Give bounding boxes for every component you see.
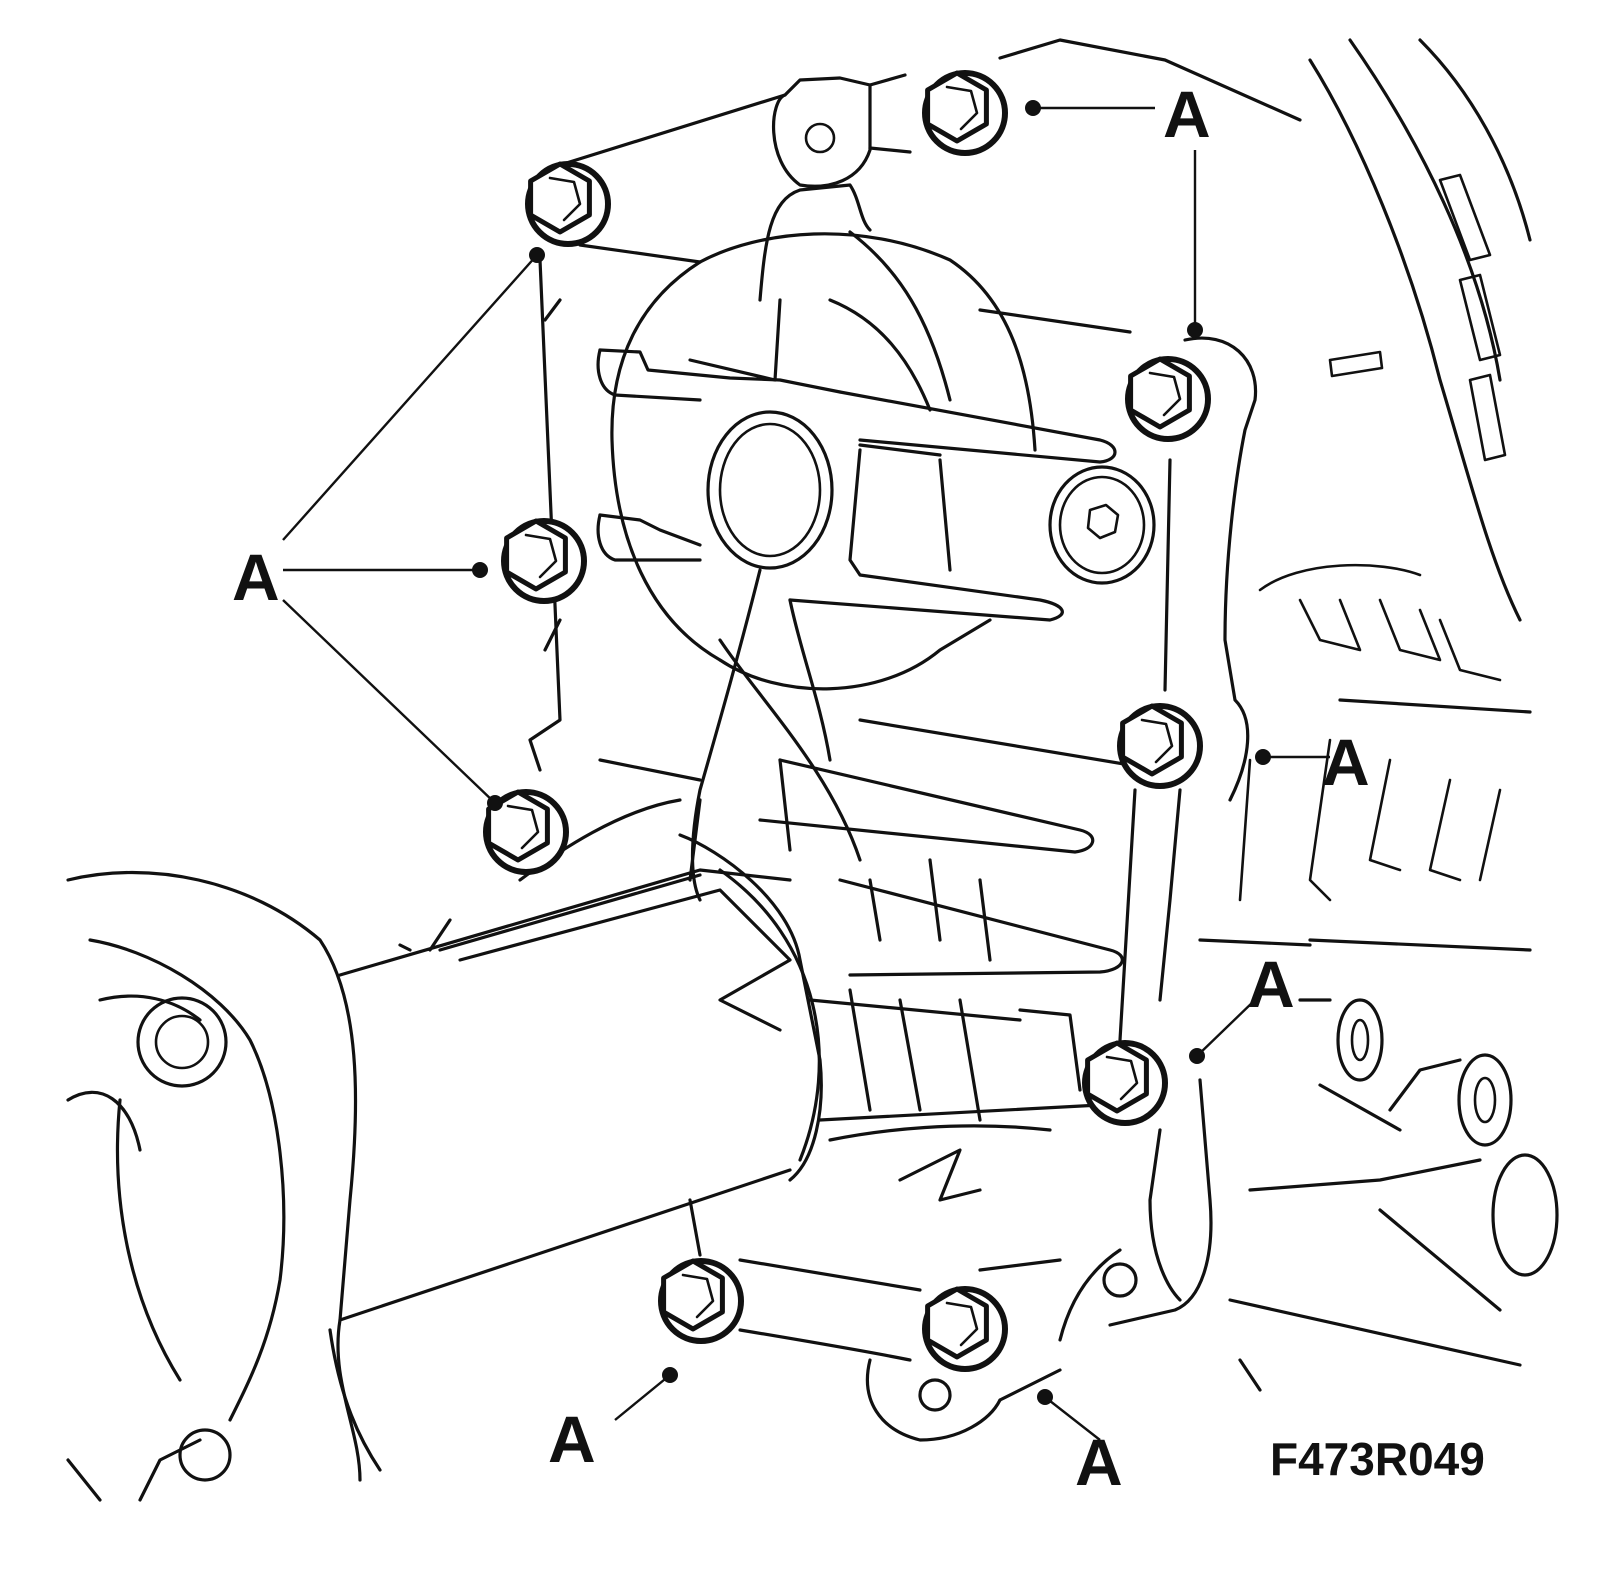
bolt-head [501,518,587,604]
leader-dot [1187,322,1203,338]
bolt-facet [945,1301,979,1347]
bolts-group [483,70,1211,1372]
leader-dot [662,1367,678,1383]
bolt-facet [945,85,979,131]
callout-label-a: A [1163,77,1211,151]
bolt-facet [1140,718,1174,764]
bolt-head [483,789,569,875]
bolt-hex [661,1258,725,1332]
bolt-facet [524,533,558,579]
bolt-hex [1085,1040,1149,1114]
leader-line [282,599,496,804]
callout-label-a: A [1247,947,1295,1021]
bolt-facet [548,176,582,222]
leader-line [614,1374,671,1421]
bolt-head [1082,1040,1168,1126]
leader-line [1196,999,1256,1057]
bolt-facet [681,1273,715,1319]
bolt-hex [1128,356,1192,430]
bolt-facet [1105,1055,1139,1101]
leader-dot [1255,749,1271,765]
bolt-hex [504,518,568,592]
bolt-head [922,70,1008,156]
callout-leaders [282,100,1330,1441]
callout-label-a: A [1075,1425,1123,1499]
bolt-head [1125,356,1211,442]
bolt-hex [925,1286,989,1360]
bolt-head [922,1286,1008,1372]
leader-line [282,254,538,541]
bolt-hex [528,161,592,235]
bolt-facet [506,804,540,850]
leader-dot [472,562,488,578]
figure-code: F473R049 [1270,1433,1485,1485]
callout-labels: A A A A A A [232,77,1370,1499]
bolt-hex [925,70,989,144]
bolt-facet [1148,371,1182,417]
housing-drawing [66,38,1559,1502]
callout-label-a: A [548,1402,596,1476]
leader-line [1044,1396,1101,1441]
leader-dot [529,247,545,263]
callout-label-a: A [1322,725,1370,799]
bolt-hex [1120,703,1184,777]
bolt-head [525,161,611,247]
callout-label-a: A [232,540,280,614]
leader-dot [487,795,503,811]
bolt-head [1117,703,1203,789]
leader-dot [1025,100,1041,116]
leader-dot [1037,1389,1053,1405]
leader-dot [1189,1048,1205,1064]
bolt-head [658,1258,744,1344]
